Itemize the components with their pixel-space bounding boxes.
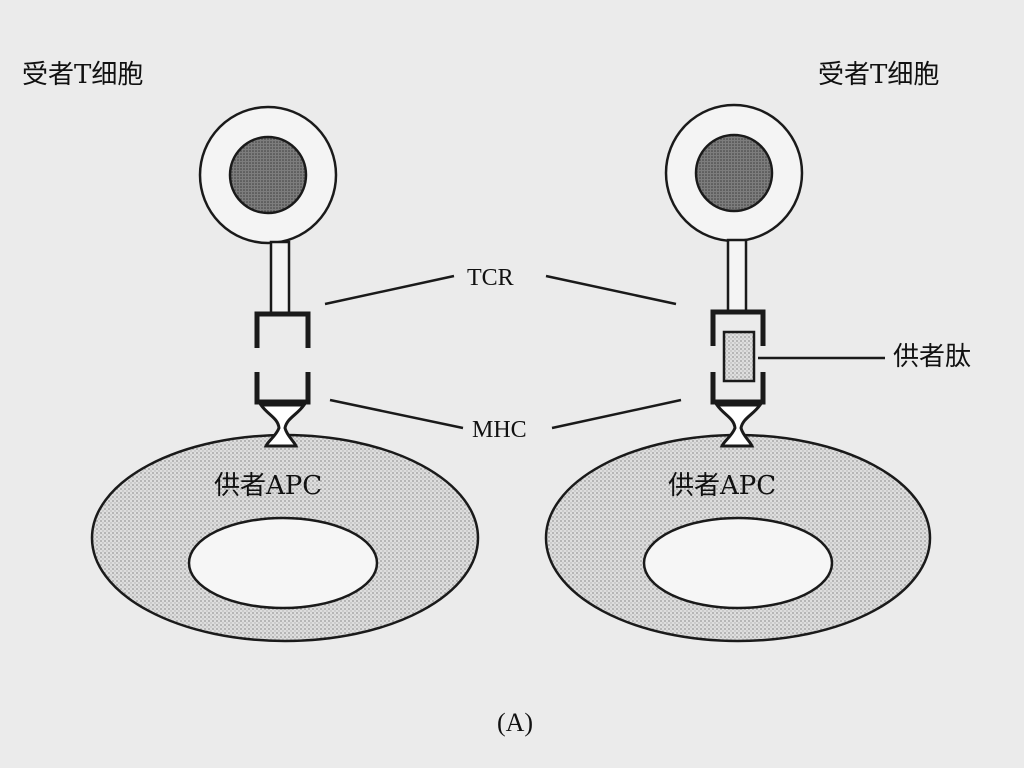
leader-lines xyxy=(324,274,885,430)
left-interaction xyxy=(90,105,480,643)
right-mhc xyxy=(710,372,766,448)
donor-peptide-label: 供者肽 xyxy=(893,342,972,372)
left-recipient-t-cell-nucleus xyxy=(228,135,308,215)
recipient-t-cell-label-left: 受者T细胞 xyxy=(22,60,144,90)
donor-apc-label-right: 供者APC xyxy=(668,471,777,501)
right-tcr xyxy=(710,238,766,346)
mhc-leader-right xyxy=(551,398,682,430)
tcr-leader-right xyxy=(545,274,677,306)
right-interaction xyxy=(544,103,932,643)
donor-apc-label-left: 供者APC xyxy=(214,471,323,501)
left-tcr xyxy=(254,240,311,348)
mhc-leader-left xyxy=(329,398,464,430)
right-donor-peptide-block xyxy=(722,330,756,383)
tcr-label: TCR xyxy=(467,265,514,291)
right-donor-apc-nucleus xyxy=(642,516,834,610)
tcr-leader-left xyxy=(324,274,455,306)
left-mhc xyxy=(254,372,311,448)
left-donor-apc-nucleus xyxy=(187,516,379,610)
figure-caption: (A) xyxy=(497,708,534,737)
right-recipient-t-cell-nucleus xyxy=(694,133,774,213)
mhc-label: MHC xyxy=(472,417,527,443)
recipient-t-cell-label-right: 受者T细胞 xyxy=(818,60,940,90)
